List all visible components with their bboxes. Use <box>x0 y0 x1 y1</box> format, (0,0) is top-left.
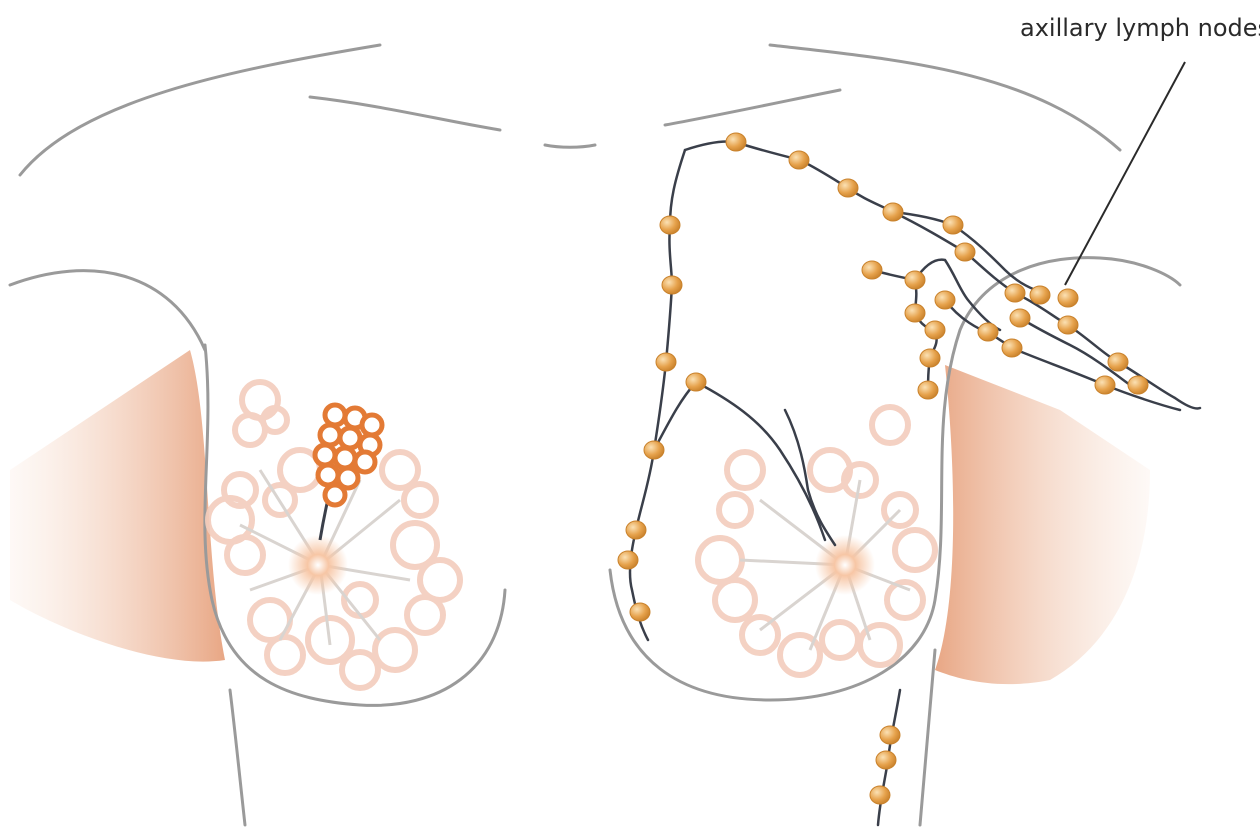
lymph-node-icon <box>918 381 938 399</box>
lymph-node-icon <box>838 179 858 197</box>
lymph-node-icon <box>920 349 940 367</box>
left-armpit-shade <box>10 350 225 662</box>
axillary-lymph-nodes-label: axillary lymph nodes <box>1020 14 1260 42</box>
lymph-node-icon <box>1095 376 1115 394</box>
lymph-node-icon <box>644 441 664 459</box>
lymph-node-icon <box>1128 376 1148 394</box>
lymph-node-icon <box>883 203 903 221</box>
lymph-node-icon <box>726 133 746 151</box>
lymph-node-icon <box>1058 289 1078 307</box>
lymph-node-icon <box>1108 353 1128 371</box>
lymph-node-icon <box>876 751 896 769</box>
lymph-node-icon <box>789 151 809 169</box>
lymph-node-icon <box>1030 286 1050 304</box>
lymph-node-icon <box>1005 284 1025 302</box>
lymph-node-icon <box>626 521 646 539</box>
label-leader-line <box>1065 62 1185 285</box>
lymph-node-icon <box>1058 316 1078 334</box>
tumor-cluster-icon <box>315 405 382 540</box>
lymph-node-icon <box>978 323 998 341</box>
lymph-node-icon <box>925 321 945 339</box>
lymph-node-icon <box>656 353 676 371</box>
lymph-node-icon <box>630 603 650 621</box>
lymph-node-icon <box>662 276 682 294</box>
lymph-node-icon <box>955 243 975 261</box>
lymph-node-icon <box>943 216 963 234</box>
right-nipple <box>815 535 875 595</box>
lymph-node-icon <box>618 551 638 569</box>
left-nipple <box>288 535 348 595</box>
lymph-node-icon <box>935 291 955 309</box>
lymph-node-icon <box>905 304 925 322</box>
lymph-node-icon <box>905 271 925 289</box>
lymph-node-icon <box>862 261 882 279</box>
lymph-node-icon <box>1002 339 1022 357</box>
right-armpit-shade <box>935 365 1150 684</box>
lymph-node-icon <box>880 726 900 744</box>
lymph-node-icon <box>1010 309 1030 327</box>
lymph-node-icon <box>686 373 706 391</box>
lymph-node-icon <box>870 786 890 804</box>
lymph-node-icon <box>660 216 680 234</box>
